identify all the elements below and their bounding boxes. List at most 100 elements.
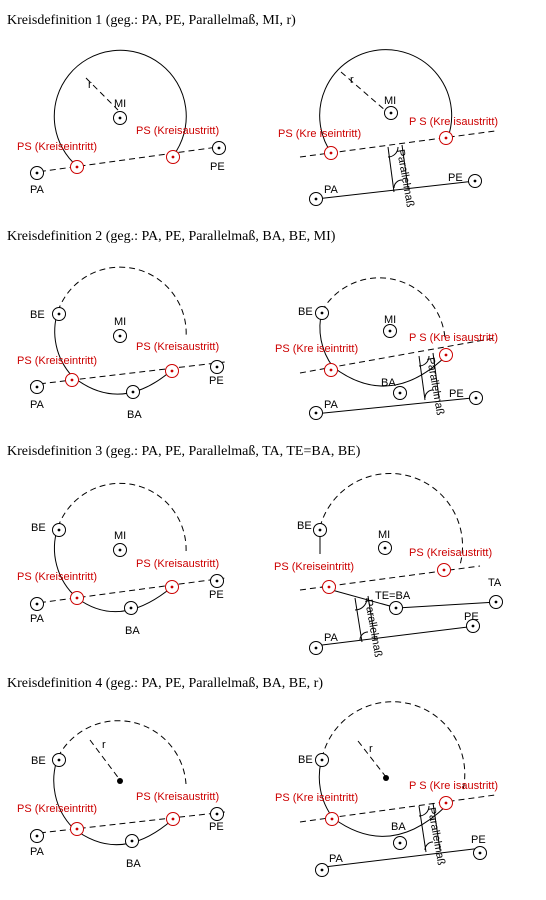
- left2-be-label: BE: [30, 309, 45, 321]
- left3-ps-exit-label: PS (Kreisaustritt): [136, 558, 219, 570]
- right1-parallel-text: Parallelmaß: [394, 148, 416, 208]
- right1-ps-entry-label: PS (Kre iseintritt): [278, 128, 361, 140]
- left4-dashed-arc: [57, 720, 187, 785]
- left2-ps-entry-dot: [70, 378, 74, 382]
- left2-ps-entry-label: PS (Kreiseintritt): [17, 355, 97, 367]
- right2-ps-exit-dot: [444, 353, 448, 357]
- right4-ba-dot: [398, 841, 402, 845]
- right3-pa-label: PA: [324, 632, 339, 644]
- left2-mi-label: MI: [114, 316, 126, 328]
- right2-be-label: BE: [298, 306, 313, 318]
- right3-ta-dot: [494, 600, 498, 604]
- right4-dashed-arc: [321, 701, 466, 791]
- left3-pa-label: PA: [30, 613, 45, 625]
- left3-mi-dot: [118, 548, 122, 552]
- right4-ps-entry-label: PS (Kre iseintritt): [275, 792, 358, 804]
- left4-pe-label: PE: [209, 821, 224, 833]
- right3-pe-dot: [471, 624, 475, 628]
- heading-kreisdefinition-4: Kreisdefinition 4 (geg.: PA, PE, Paralle…: [7, 676, 323, 691]
- left1-circle-arc: [53, 49, 187, 168]
- right2-pa-label: PA: [324, 399, 339, 411]
- right2-ba-label: BA: [381, 377, 396, 389]
- left3-pe-dot: [215, 579, 219, 583]
- left4-pe-dot: [215, 812, 219, 816]
- right1-circle-arc: [319, 49, 453, 155]
- right4-be-dot: [320, 758, 324, 762]
- right1-ps-entry-dot: [329, 151, 333, 155]
- right2-angle-2: [424, 389, 434, 399]
- right3-angle-2: [359, 631, 369, 641]
- right1-pe-dot: [473, 179, 477, 183]
- left3-mi-label: MI: [114, 530, 126, 542]
- left4-pa-label: PA: [30, 846, 45, 858]
- left4-ps-entry-label: PS (Kreiseintritt): [17, 803, 97, 815]
- left2-pa-dot: [35, 385, 39, 389]
- heading-kreisdefinition-1: Kreisdefinition 1 (geg.: PA, PE, Paralle…: [7, 13, 296, 28]
- right1-parallel-measure-1: [387, 146, 395, 193]
- right1-parallel-measure-2: [401, 144, 409, 189]
- right2-be-dot: [320, 311, 324, 315]
- left2-pa-label: PA: [30, 399, 45, 411]
- right2-mi-label: MI: [384, 314, 396, 326]
- right3-pa-dot: [314, 646, 318, 650]
- right2-base-line: [313, 396, 483, 415]
- right1-ps-exit-dot: [444, 136, 448, 140]
- left1-ps-entry-dot: [75, 165, 79, 169]
- right3-ps-entry-label: PS (Kreiseintritt): [274, 561, 354, 573]
- right2-mi-dot: [388, 329, 392, 333]
- right4-pa-label: PA: [329, 853, 344, 865]
- left1-pa-label: PA: [30, 184, 45, 196]
- left4-ba-dot: [130, 839, 134, 843]
- left1-ps-entry-label: PS (Kreiseintritt): [17, 141, 97, 153]
- left1-ps-exit-label: PS (Kreisaustritt): [136, 125, 219, 137]
- right1-base-line: [315, 180, 476, 200]
- right2-bottom-arc: [332, 355, 447, 387]
- right1-pe-label: PE: [448, 172, 463, 184]
- right2-parallel-measure-1: [418, 355, 426, 401]
- right2-pa-dot: [314, 411, 318, 415]
- right4-parallel-measure-2: [432, 802, 441, 851]
- left2-pe-label: PE: [209, 375, 224, 387]
- left2-be-dot: [57, 312, 61, 316]
- left4-ps-exit-label: PS (Kreisaustritt): [136, 791, 219, 803]
- right3-ba-dot: [394, 606, 398, 610]
- right2-parallel-text: Parallelmaß: [424, 356, 446, 416]
- left1-parallel-line: [29, 145, 226, 174]
- left3-parallel-line: [29, 577, 226, 605]
- left1-radius-label: r: [88, 79, 92, 91]
- heading-kreisdefinition-3: Kreisdefinition 3 (geg.: PA, PE, Paralle…: [7, 444, 361, 459]
- left1-mi-label: MI: [114, 98, 126, 110]
- left4-ps-entry-dot: [75, 827, 79, 831]
- right3-dashed-arc: [319, 472, 464, 566]
- right1-angle-2: [393, 179, 403, 189]
- right3-pe-label: PE: [464, 611, 479, 623]
- right4-center-dot: [383, 775, 389, 781]
- left3-ps-entry-dot: [75, 596, 79, 600]
- right4-angle-1: [418, 805, 430, 817]
- right1-ps-exit-label: P S (Kre isaustritt): [409, 116, 498, 128]
- right1-mi-label: MI: [384, 95, 396, 107]
- right1-radius-label: r: [350, 74, 354, 86]
- right4-pe-dot: [478, 851, 482, 855]
- left1-pe-label: PE: [210, 161, 225, 173]
- left3-pa-dot: [35, 602, 39, 606]
- left2-ba-dot: [131, 390, 135, 394]
- right4-left-arc: [318, 757, 334, 819]
- right3-mi-label: MI: [378, 529, 390, 541]
- left3-ps-exit-dot: [170, 585, 174, 589]
- right4-radius-line: [357, 740, 387, 778]
- left2-parallel-line: [29, 361, 226, 386]
- left3-left-arc: [53, 526, 78, 599]
- right3-mi-dot: [383, 546, 387, 550]
- right3-parallel-measure-2: [367, 595, 376, 641]
- left2-mi-dot: [118, 334, 122, 338]
- right3-te-ba-label: TE=BA: [375, 590, 411, 602]
- right4-pe-label: PE: [471, 834, 486, 846]
- left3-be-dot: [57, 528, 61, 532]
- right4-ba-label: BA: [391, 821, 406, 833]
- right3-ps-entry-dot: [327, 585, 331, 589]
- left2-ps-exit-dot: [170, 369, 174, 373]
- left4-parallel-line: [29, 811, 226, 835]
- right3-tangent-ta: [396, 601, 498, 609]
